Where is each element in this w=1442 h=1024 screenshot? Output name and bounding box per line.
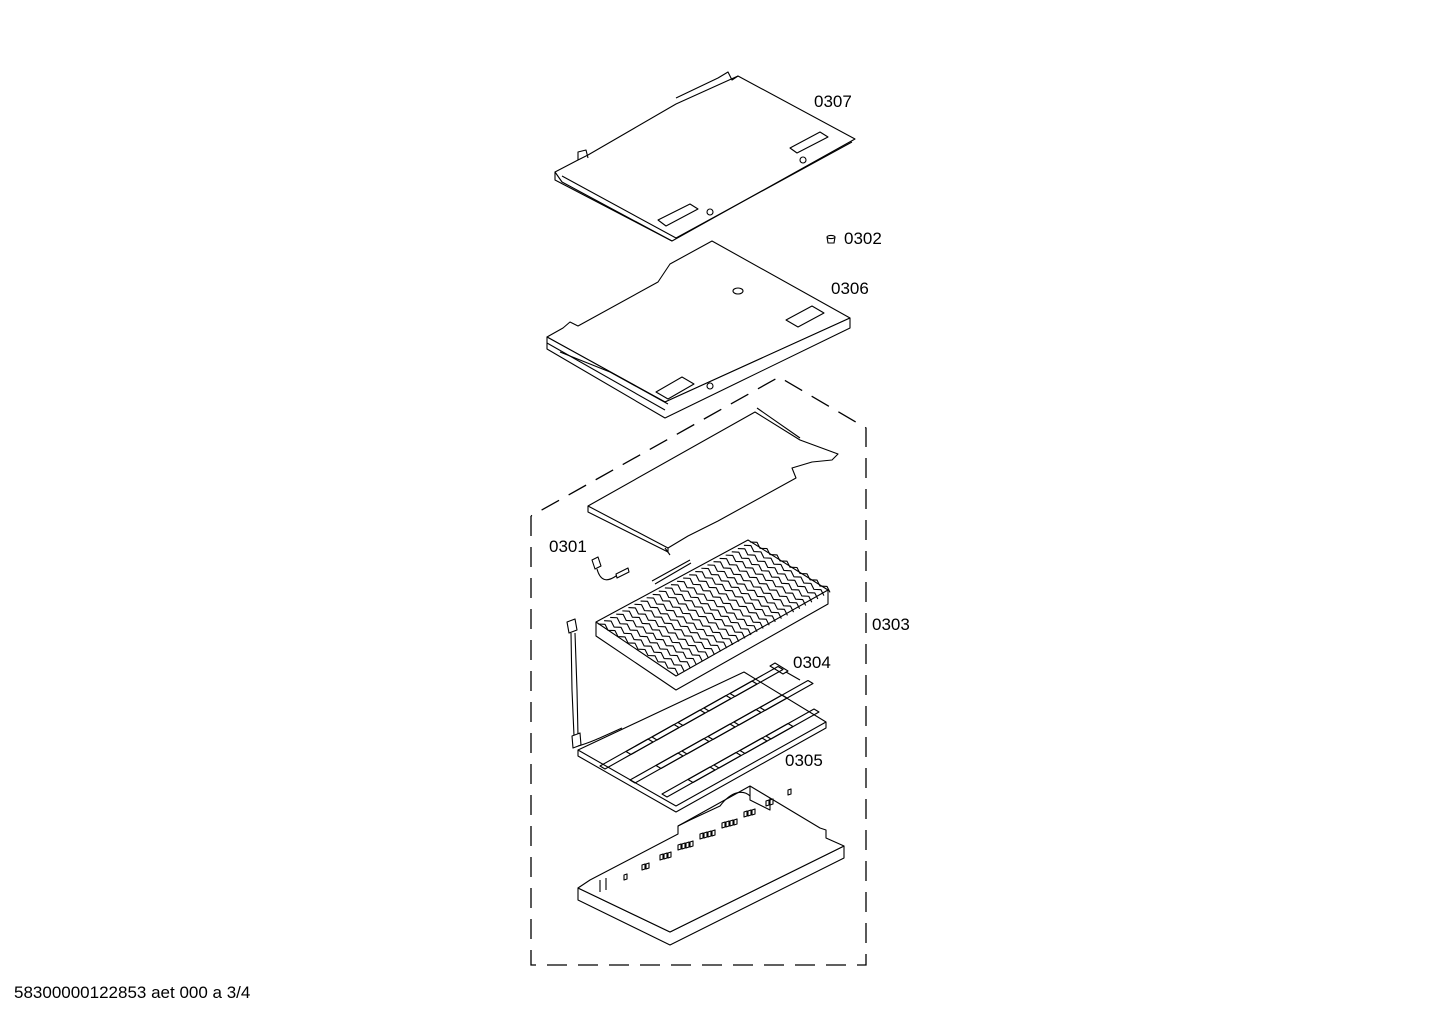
fin-ridge (597, 623, 679, 675)
tray-peg (733, 818, 738, 826)
fin-ridge (695, 570, 776, 623)
fin-ridge (652, 593, 734, 646)
tray-peg (769, 798, 774, 806)
fin-ridge (610, 616, 691, 669)
label-0304: 0304 (793, 653, 831, 672)
tray-peg (699, 832, 704, 840)
tray-peg (743, 810, 748, 818)
evaporator-fins-drawing (595, 539, 831, 691)
fin-ridge (731, 551, 813, 603)
fin-ridge (737, 548, 819, 600)
fin-ridge (634, 603, 715, 655)
heater-slot (765, 708, 820, 740)
evaporator-cover-drawing (587, 407, 839, 556)
drawing-reference-footer: 58300000122853 aet 000 a 3/4 (14, 983, 251, 1002)
part-0301-drawing (591, 556, 692, 585)
tray-peg (685, 841, 690, 849)
part-0302-drawing (826, 234, 836, 244)
tray-peg (703, 831, 708, 839)
fin-ridge (701, 567, 782, 619)
heater-slot (759, 679, 814, 712)
fin-ridge (713, 561, 795, 613)
fin-ridge (664, 587, 746, 639)
label-0301: 0301 (549, 537, 587, 556)
tray-peg (747, 809, 752, 817)
fin-ridge (689, 574, 770, 626)
fin-ridge (707, 564, 788, 616)
label-0305: 0305 (785, 751, 823, 770)
fin-ridge (725, 554, 807, 606)
tray-peg (689, 840, 694, 848)
tray-peg (707, 830, 712, 838)
tray-peg (787, 788, 792, 796)
bottom-tray-drawing (577, 785, 845, 946)
fin-ridge (743, 544, 825, 596)
fin-ridge (719, 557, 801, 610)
part-0307-drawing (554, 71, 856, 242)
part-0306-drawing (546, 240, 851, 419)
wire-harness-drawing (566, 618, 623, 749)
tray-peg (623, 873, 628, 881)
tray-peg (645, 862, 650, 870)
tray-peg (725, 820, 730, 828)
tray-peg (681, 842, 686, 850)
label-0307: 0307 (814, 92, 852, 111)
fin-ridge (622, 610, 703, 662)
tray-peg (729, 819, 734, 827)
fin-ridge (628, 607, 709, 659)
label-0303: 0303 (872, 615, 910, 634)
heater-slot (729, 665, 784, 698)
fin-ridge (604, 620, 685, 672)
fin-ridge (616, 613, 697, 665)
tray-peg (677, 843, 682, 851)
fin-ridge (646, 597, 728, 649)
fin-ridge (749, 541, 831, 593)
tray-peg (641, 863, 646, 871)
part-0305-drawing (577, 665, 827, 813)
label-0302: 0302 (844, 229, 882, 248)
fin-ridge (640, 600, 722, 652)
assembly-0303-frame (530, 376, 867, 966)
tray-peg (751, 808, 756, 816)
label-0306: 0306 (831, 279, 869, 298)
tray-peg (711, 829, 716, 837)
fin-ridge (683, 577, 764, 629)
tray-peg (721, 821, 726, 829)
fin-ridge (670, 584, 752, 636)
tray-peg (659, 853, 664, 861)
tray-peg (765, 799, 770, 807)
tray-peg (667, 851, 672, 859)
fin-ridge (677, 580, 758, 633)
tray-peg (663, 852, 668, 860)
fin-ridge (658, 590, 740, 642)
